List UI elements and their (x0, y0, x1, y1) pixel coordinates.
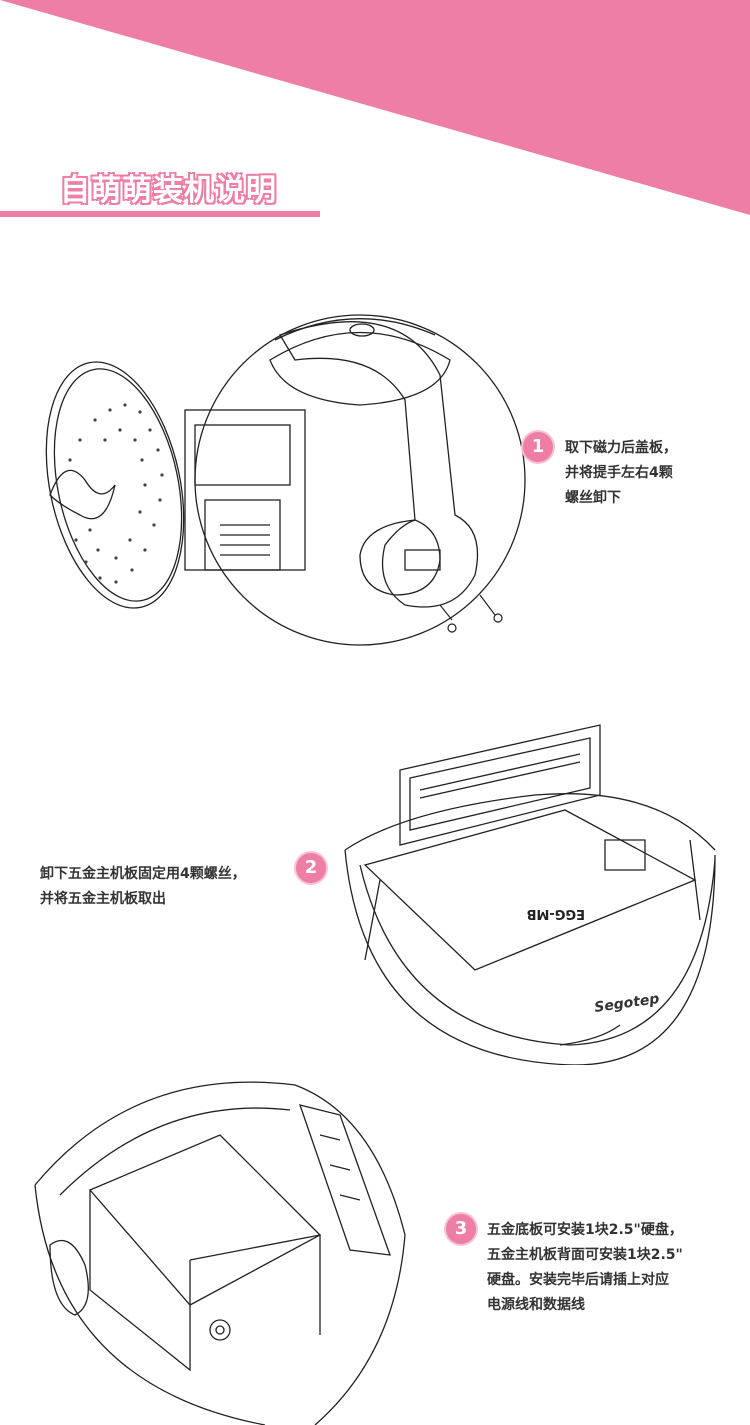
header-banner (0, 0, 750, 215)
step-2-line-1: 卸下五金主机板固定用4颗螺丝， (40, 866, 246, 882)
board-label-text: EGG-MB (527, 906, 585, 921)
step-1-badge: 1 (523, 432, 553, 462)
step-3-text: 五金底板可安装1块2.5"硬盘， 五金主机板背面可安装1块2.5" 硬盘。安装完… (487, 1218, 683, 1318)
step-3-line-1: 五金底板可安装1块2.5"硬盘， (487, 1222, 683, 1238)
brand-logo-text: Segotep (593, 991, 660, 1016)
step-1-line-2: 并将提手左右4颗 (565, 465, 673, 481)
illustration-step-3 (34, 1081, 406, 1425)
step-3-line-4: 电源线和数据线 (487, 1297, 585, 1313)
step-2-text: 卸下五金主机板固定用4颗螺丝， 并将五金主机板取出 (40, 862, 246, 912)
step-1-line-1: 取下磁力后盖板， (565, 440, 677, 456)
step-3-line-2: 五金主机板背面可安装1块2.5" (487, 1247, 683, 1263)
illustration-step-1 (45, 314, 526, 646)
step-3-badge: 3 (446, 1214, 476, 1244)
step-1-text: 取下磁力后盖板， 并将提手左右4颗 螺丝卸下 (565, 436, 677, 511)
step-3-line-3: 硬盘。安装完毕后请插上对应 (487, 1272, 669, 1288)
step-2-line-2: 并将五金主机板取出 (40, 891, 166, 907)
illustration-step-2: EGG-MB Segotep (344, 724, 716, 1065)
step-2-badge: 2 (296, 853, 326, 883)
page-title: 自萌萌装机说明 (59, 172, 277, 209)
step-1-line-3: 螺丝卸下 (565, 490, 621, 506)
title-underline (0, 211, 320, 217)
